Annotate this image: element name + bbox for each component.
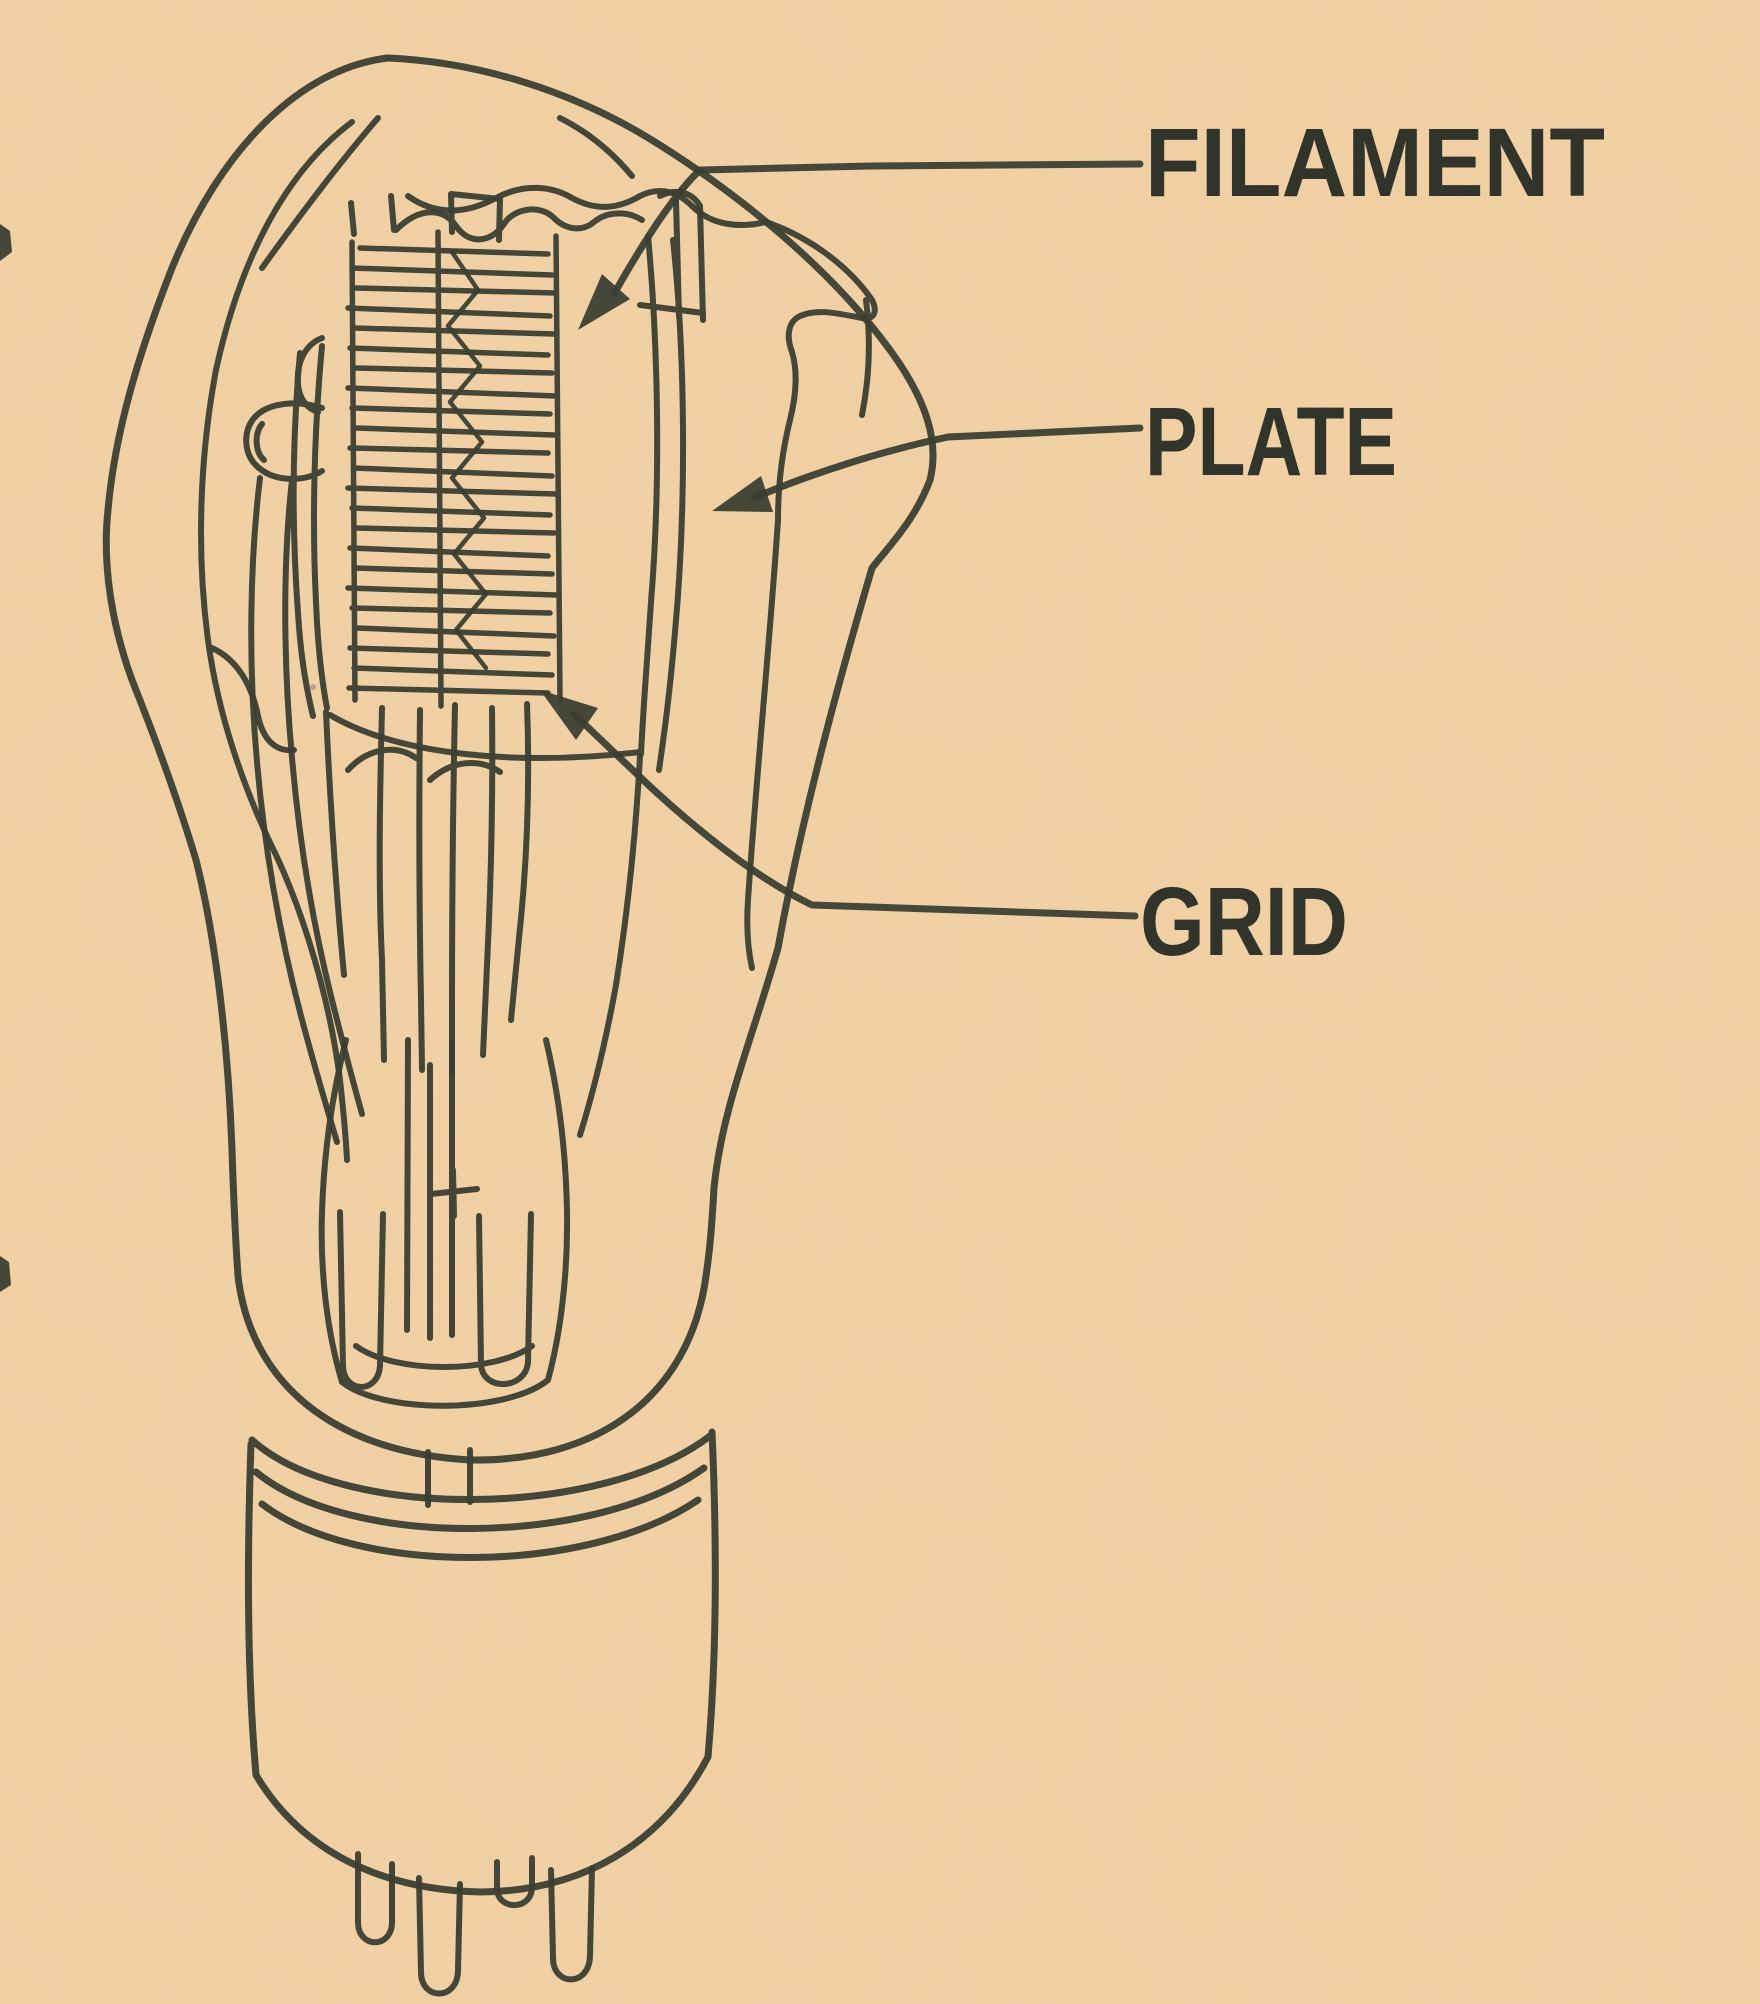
plate-arrow-head: [712, 476, 773, 512]
plate-right-edge: [638, 233, 661, 757]
pin-long-left: [416, 1875, 463, 1997]
scan-smudges: [0, 224, 316, 1292]
base-pins: [355, 1851, 595, 1997]
filament-leader-line: [578, 160, 1144, 330]
glass-reflections: [198, 115, 878, 1163]
tube-base: [244, 1428, 719, 1896]
plate-leader-line: [712, 424, 1144, 512]
envelope-right-outline: [384, 54, 937, 1280]
glass-stem: [318, 1037, 571, 1508]
pin-short-left: [355, 1851, 395, 1946]
labels: FILAMENT PLATE GRID: [1140, 108, 1605, 976]
stem-cross-mark: [428, 1167, 480, 1219]
grid-leader-line: [540, 690, 1139, 920]
envelope-left-outline: [102, 54, 392, 1280]
pin-rear: [494, 1855, 535, 1909]
filament-label: FILAMENT: [1145, 108, 1605, 217]
plate-label: PLATE: [1145, 387, 1397, 496]
base-junction-rings: [248, 1432, 714, 1561]
grid-arrow-head: [540, 690, 598, 740]
support-wires: [323, 701, 643, 1138]
side-support-loop: [248, 475, 340, 1145]
plate-right-bracket: [657, 188, 706, 323]
filament-arrow-head: [578, 274, 630, 330]
pin-long-right: [548, 1865, 595, 1983]
grid-label: GRID: [1140, 867, 1348, 976]
filament-zigzag: [445, 249, 489, 671]
